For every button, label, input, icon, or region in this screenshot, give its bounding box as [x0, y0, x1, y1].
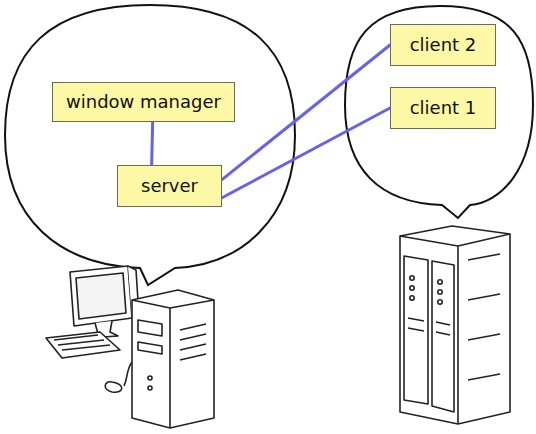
server-door — [404, 256, 454, 412]
monitor-screen — [76, 273, 126, 319]
power-led — [148, 386, 152, 390]
box-label: client 2 — [410, 35, 477, 55]
connector-line — [222, 108, 390, 198]
speech-bubble — [5, 5, 295, 285]
mouse-cable — [124, 362, 132, 386]
process-box: client 2 — [390, 24, 496, 66]
server-slot — [408, 318, 450, 335]
server-led — [438, 300, 442, 304]
speech-bubble — [345, 6, 533, 218]
drive-bay — [138, 320, 162, 354]
pc-tower — [132, 290, 214, 428]
server-led — [410, 276, 414, 280]
box-label: window manager — [66, 92, 221, 112]
server-led — [438, 290, 442, 294]
connector-line — [152, 122, 153, 165]
monitor — [70, 266, 132, 326]
connector-stroke — [152, 122, 153, 165]
keyboard-keys — [54, 335, 110, 350]
box-label: server — [141, 176, 198, 196]
power-led — [148, 376, 152, 380]
server-cabinet — [400, 226, 510, 424]
server-side-lines — [468, 254, 500, 380]
desktop-computer — [46, 266, 214, 428]
keyboard — [46, 332, 120, 358]
connector-stroke — [222, 108, 390, 198]
server-cabinet-edge — [400, 234, 510, 424]
process-box: server — [117, 165, 222, 207]
process-box: client 1 — [390, 87, 496, 129]
mouse — [105, 382, 122, 393]
process-box: window manager — [52, 82, 235, 122]
connector-line — [222, 45, 390, 180]
connector-stroke — [222, 45, 390, 180]
server-machine — [400, 226, 510, 424]
pc-tower-edge — [132, 300, 214, 428]
server-led — [410, 286, 414, 290]
server-led — [438, 280, 442, 284]
box-label: client 1 — [410, 98, 477, 118]
vent-lines — [180, 324, 206, 360]
server-led — [410, 296, 414, 300]
